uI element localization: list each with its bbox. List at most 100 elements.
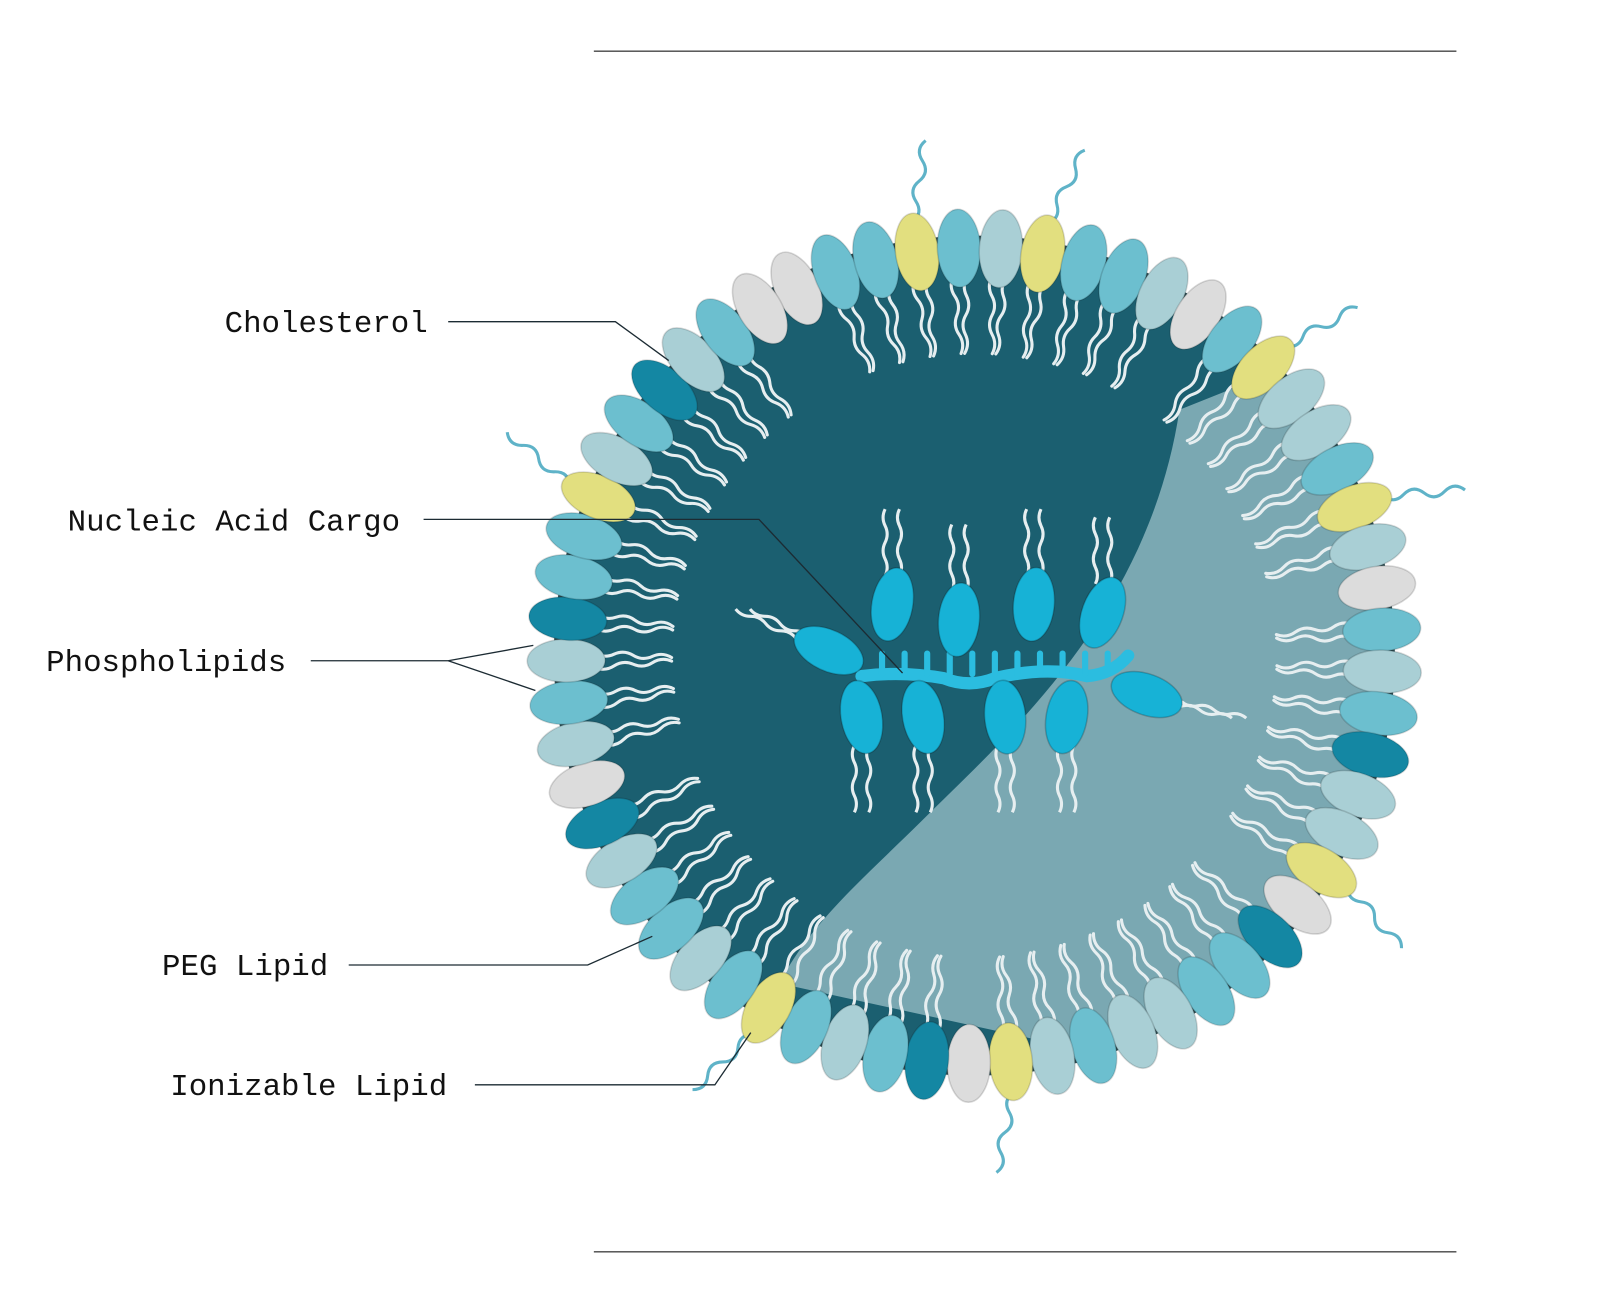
cargo-ionizable-lipid	[839, 679, 884, 755]
cargo-lipid-tail	[895, 508, 904, 577]
cargo-lipid-tail	[1055, 745, 1064, 814]
lipid-tail	[1162, 355, 1210, 422]
lipid-tail	[1209, 420, 1276, 469]
peg-chain	[1346, 886, 1404, 949]
lipid-tail	[845, 940, 879, 1015]
cargo-lipid-tail	[881, 508, 889, 577]
lipid-tail	[849, 295, 876, 373]
lipid-tail	[594, 624, 675, 634]
lipid-tail	[949, 275, 965, 356]
cargo-lipid-tail	[850, 745, 858, 814]
cargo-lipid-tail	[734, 608, 797, 640]
lipid-tail	[1272, 694, 1353, 705]
lipid-tail	[987, 275, 997, 356]
lipid-tail	[662, 830, 731, 875]
lipid-tail	[1242, 486, 1317, 521]
lipid-tail	[1085, 303, 1122, 377]
label-ionizable-lipid: Ionizable Lipid	[170, 1070, 447, 1105]
cargo-lipid-tail	[1037, 508, 1045, 577]
lipid-tail	[934, 954, 944, 1035]
peg-lipid-leader	[348, 935, 653, 966]
peg-chain	[911, 139, 928, 223]
lipid-tail	[596, 689, 676, 709]
peg-chain	[1047, 148, 1086, 225]
cholesterol-head	[731, 272, 789, 345]
lipid-tail	[1227, 452, 1298, 494]
lipid-tail	[994, 276, 1008, 356]
phospholipids-leader	[310, 644, 534, 662]
phospholipid-head	[526, 638, 606, 683]
lipid-tail	[1229, 814, 1295, 863]
lipid-tail	[1052, 286, 1071, 366]
lipid-tail	[612, 536, 687, 568]
lipid-tail	[1241, 474, 1310, 518]
lipid-tail	[1165, 364, 1221, 424]
lipid-tail	[911, 279, 933, 359]
label-nucleic-acid-cargo: Nucleic Acid Cargo	[68, 506, 400, 541]
lipid-tail	[599, 588, 679, 601]
peg-chain	[995, 1091, 1015, 1174]
cargo-lipid-tail	[1091, 516, 1099, 585]
lipid-tail	[643, 465, 712, 510]
lipid-tail	[1170, 882, 1228, 941]
lipid-tail	[695, 857, 753, 917]
lipid-tail	[822, 930, 853, 1006]
lipid-tail	[1168, 885, 1218, 950]
lipid-tail	[742, 897, 796, 959]
peg-chain	[1382, 484, 1466, 502]
lipid-tail	[1255, 522, 1332, 550]
lipid-tail	[1275, 659, 1356, 670]
lipid-tail	[1058, 943, 1081, 1022]
lipid-tail	[723, 879, 775, 944]
lipid-tail	[1244, 787, 1315, 829]
cargo-ionizable-lipid	[1110, 670, 1183, 719]
label-phospholipids: Phospholipids	[46, 646, 286, 681]
cargo-ionizable-lipid	[937, 582, 981, 658]
cargo-lipid-tail	[994, 745, 1002, 814]
lipid-tail	[1264, 545, 1340, 576]
lipid-tail	[787, 916, 825, 989]
lipid-tail	[1113, 320, 1157, 390]
peg-chains	[505, 139, 1466, 1174]
lipid-tail	[924, 277, 938, 358]
cargo-lipid-tail	[948, 523, 956, 592]
lipid-heads	[526, 208, 1422, 1103]
lipid-tail	[1272, 698, 1351, 718]
lipid-tail	[1031, 950, 1057, 1028]
lipid-tail	[859, 941, 882, 1019]
lipid-tail	[1081, 298, 1108, 376]
lipid-tail	[601, 574, 680, 598]
lipid-tail	[1266, 729, 1343, 757]
lipid-tail	[1021, 279, 1033, 359]
cholesterol-leader	[448, 320, 670, 362]
lipid-tail	[1254, 509, 1327, 546]
lipid-tail	[1193, 861, 1256, 914]
lipid-tail	[1275, 634, 1356, 643]
lipid-tail	[636, 477, 710, 514]
lipid-tail	[648, 807, 716, 855]
cargo-ionizable-lipid	[983, 679, 1027, 755]
lipid-tail	[747, 349, 793, 417]
lipid-tail	[921, 954, 939, 1033]
lipid-tail	[1231, 811, 1303, 851]
lipid-tail	[1185, 381, 1240, 443]
lipid-tail	[595, 684, 675, 696]
lipid-tail	[886, 284, 906, 364]
lipid-tail	[1274, 621, 1355, 638]
lipid-tail	[995, 955, 1006, 1036]
lipid-tail	[1256, 758, 1331, 794]
lipid-tail	[593, 650, 674, 660]
lipid-tail	[897, 949, 912, 1029]
cargo-lipid-tail	[1070, 745, 1078, 814]
lipid-tail	[1088, 933, 1117, 1010]
lipid-tail	[600, 716, 680, 734]
lipid-tail	[620, 513, 697, 542]
lipid-tail	[873, 288, 902, 365]
peg-chain	[1284, 305, 1358, 348]
lipid-tail	[883, 948, 909, 1026]
lipid-tail	[1190, 863, 1246, 924]
lipid-tail	[664, 432, 729, 484]
label-cholesterol: Cholesterol	[225, 307, 428, 342]
lipid-tail	[1258, 755, 1336, 780]
